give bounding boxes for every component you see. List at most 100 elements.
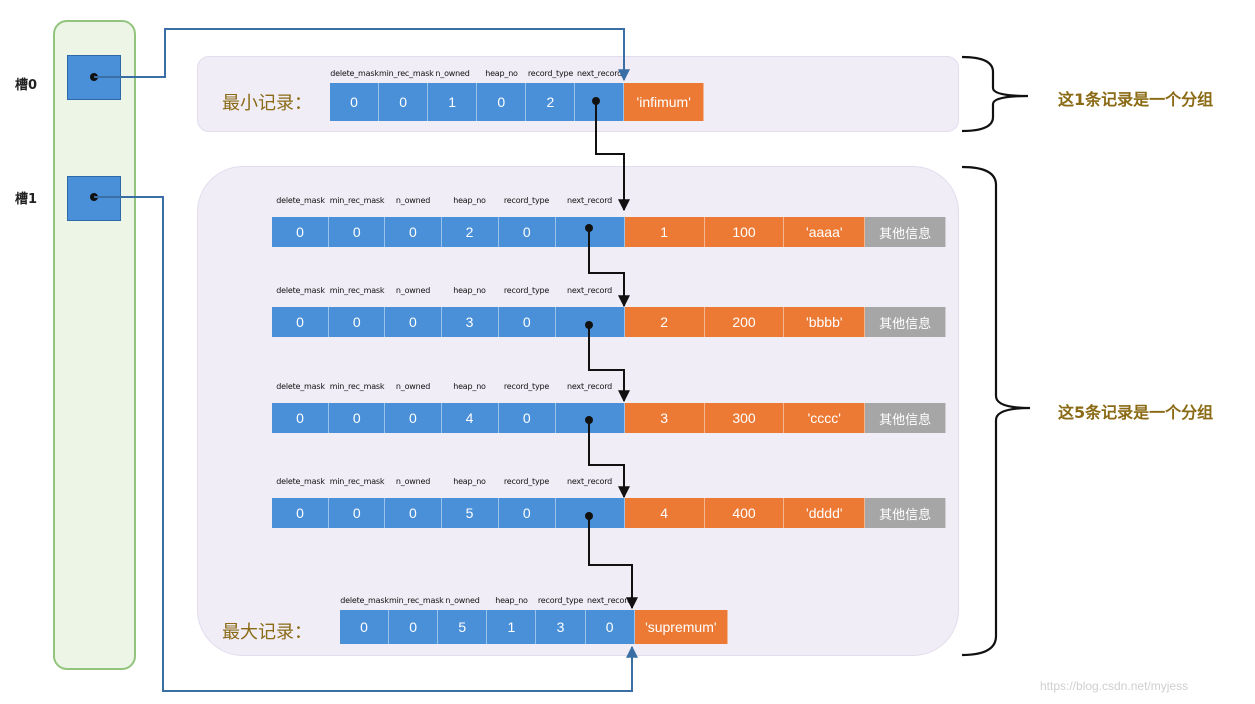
field-label: min_rec_mask bbox=[379, 69, 434, 78]
field-label: next_record bbox=[566, 286, 613, 295]
field-label: min_rec_mask bbox=[329, 382, 385, 391]
data-cell: 2 bbox=[624, 307, 705, 337]
field-label: record_type bbox=[527, 69, 574, 78]
field-label: min_rec_mask bbox=[389, 596, 444, 605]
next-record-arrow-5 bbox=[588, 516, 638, 610]
data-cell: 200 bbox=[704, 307, 785, 337]
header-cell: 0 bbox=[330, 83, 380, 121]
field-label: n_owned bbox=[435, 69, 470, 78]
record-3-header-labels: delete_mask min_rec_mask n_owned heap_no rec… bbox=[272, 382, 624, 392]
field-label: delete_mask bbox=[340, 596, 389, 605]
data-cell: 'aaaa' bbox=[784, 217, 866, 247]
header-cell: 0 bbox=[389, 610, 439, 644]
field-label: min_rec_mask bbox=[329, 196, 385, 205]
record-2-header-labels: delete_mask min_rec_mask n_owned heap_no rec… bbox=[272, 286, 624, 296]
header-cell: 5 bbox=[441, 498, 499, 528]
header-cell: 0 bbox=[385, 498, 442, 528]
header-cell: 0 bbox=[329, 217, 386, 247]
field-label: min_rec_mask bbox=[329, 286, 385, 295]
header-cell: 0 bbox=[329, 403, 386, 433]
header-cell: 0 bbox=[498, 403, 556, 433]
min-record: 0 0 1 0 2 'infimum' bbox=[330, 83, 704, 121]
other-info-cell: 其他信息 bbox=[865, 217, 946, 247]
record-1-header-labels: delete_mask min_rec_mask n_owned heap_no rec… bbox=[272, 196, 624, 206]
header-cell: 0 bbox=[379, 83, 429, 121]
data-cell: 1 bbox=[624, 217, 705, 247]
field-label: record_type bbox=[503, 196, 550, 205]
data-cell: 400 bbox=[704, 498, 785, 528]
field-label: next_record bbox=[586, 596, 633, 605]
field-label: n_owned bbox=[395, 477, 431, 486]
header-cell: 0 bbox=[272, 307, 330, 337]
other-info-cell: 其他信息 bbox=[865, 307, 946, 337]
field-label: delete_mask bbox=[276, 477, 325, 486]
field-label: heap_no bbox=[453, 477, 486, 486]
header-cell: 3 bbox=[441, 307, 499, 337]
min-record-label: 最小记录： bbox=[222, 93, 312, 114]
infimum-cell: 'infimum' bbox=[624, 83, 704, 121]
next-record-arrow-4 bbox=[588, 420, 630, 499]
header-cell: 0 bbox=[272, 498, 330, 528]
max-record-header-labels: delete_mask min_rec_mask n_owned heap_no… bbox=[340, 596, 634, 606]
field-label: heap_no bbox=[495, 596, 528, 605]
next-record-arrow-3 bbox=[588, 325, 630, 403]
max-record-label: 最大记录： bbox=[222, 622, 312, 643]
field-label: n_owned bbox=[395, 196, 431, 205]
slot-directory bbox=[53, 20, 136, 670]
next-record-cell bbox=[555, 217, 625, 247]
field-label: heap_no bbox=[453, 286, 486, 295]
field-label: n_owned bbox=[445, 596, 480, 605]
header-cell: 3 bbox=[536, 610, 586, 644]
data-cell: 300 bbox=[704, 403, 785, 433]
header-cell: 0 bbox=[385, 307, 442, 337]
next-record-arrow-2 bbox=[588, 228, 630, 308]
other-info-cell: 其他信息 bbox=[865, 403, 946, 433]
header-cell: 1 bbox=[487, 610, 537, 644]
field-label: delete_mask bbox=[330, 69, 379, 78]
min-record-header-labels: delete_mask min_rec_mask n_owned heap_no… bbox=[330, 69, 624, 79]
header-cell: 4 bbox=[441, 403, 499, 433]
field-label: heap_no bbox=[453, 196, 486, 205]
header-cell: 0 bbox=[272, 217, 330, 247]
data-cell: 100 bbox=[704, 217, 785, 247]
header-cell: 0 bbox=[498, 217, 556, 247]
header-cell: 0 bbox=[340, 610, 390, 644]
field-label: delete_mask bbox=[276, 286, 325, 295]
field-label: heap_no bbox=[453, 382, 486, 391]
header-cell: 0 bbox=[272, 403, 330, 433]
data-cell: 'dddd' bbox=[784, 498, 866, 528]
field-label: record_type bbox=[503, 382, 550, 391]
slot-0-pointer bbox=[94, 28, 630, 82]
field-label: next_record bbox=[566, 477, 613, 486]
field-label: record_type bbox=[503, 286, 550, 295]
group-1-note: 这1条记录是一个分组 bbox=[1058, 90, 1214, 109]
watermark: https://blog.csdn.net/myjess bbox=[1040, 679, 1189, 693]
group-1-brace bbox=[961, 55, 1029, 133]
field-label: n_owned bbox=[395, 286, 431, 295]
field-label: record_type bbox=[537, 596, 584, 605]
slot-1-label: 槽1 bbox=[15, 192, 38, 207]
field-label: delete_mask bbox=[276, 382, 325, 391]
header-cell: 2 bbox=[526, 83, 576, 121]
slot-0-label: 槽0 bbox=[15, 78, 38, 93]
field-label: next_record bbox=[566, 382, 613, 391]
supremum-cell: 'supremum' bbox=[634, 610, 728, 644]
header-cell: 5 bbox=[438, 610, 488, 644]
data-cell: 'cccc' bbox=[784, 403, 866, 433]
field-label: heap_no bbox=[485, 69, 518, 78]
max-record: 0 0 5 1 3 0 'supremum' bbox=[340, 610, 728, 644]
header-cell: 0 bbox=[498, 498, 556, 528]
field-label: next_record bbox=[566, 196, 613, 205]
field-label: min_rec_mask bbox=[329, 477, 385, 486]
field-label: delete_mask bbox=[276, 196, 325, 205]
header-cell: 2 bbox=[441, 217, 499, 247]
header-cell: 0 bbox=[498, 307, 556, 337]
other-info-cell: 其他信息 bbox=[865, 498, 946, 528]
header-cell: 0 bbox=[329, 498, 386, 528]
field-label: n_owned bbox=[395, 382, 431, 391]
